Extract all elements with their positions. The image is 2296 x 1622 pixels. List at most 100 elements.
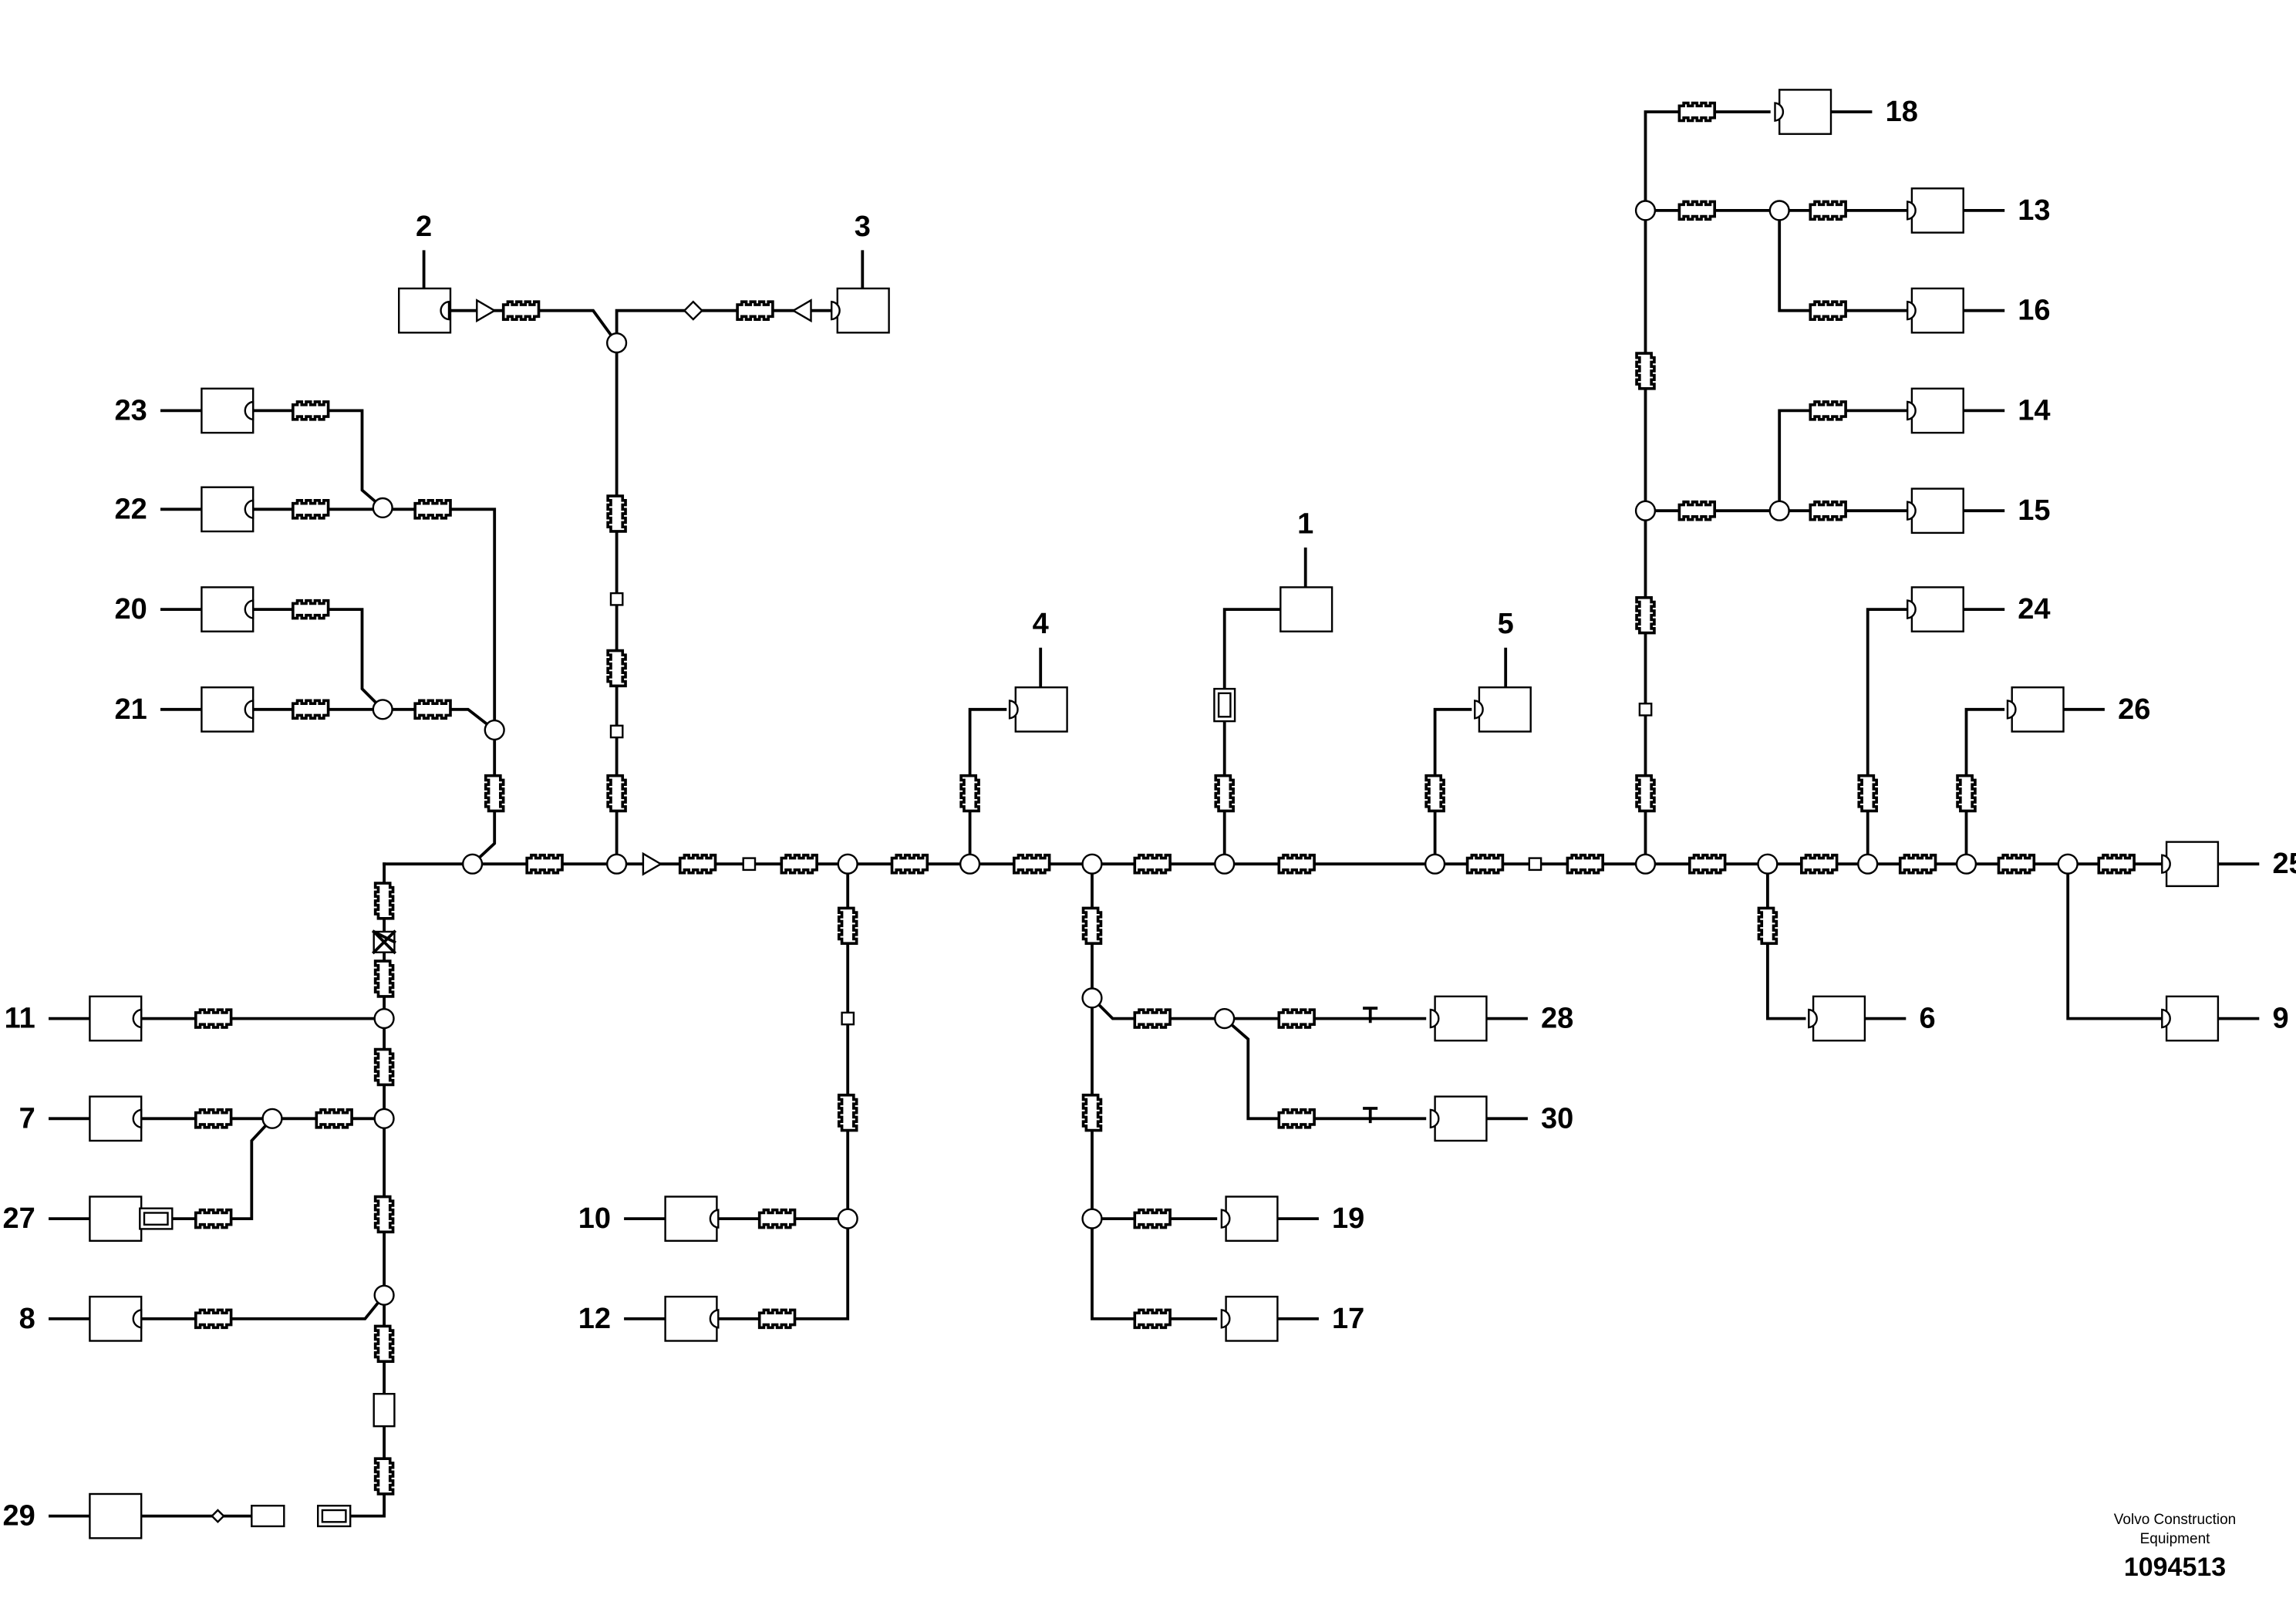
callout-label: 24 <box>2018 593 2050 626</box>
component-box <box>1225 1295 1279 1342</box>
splice-shape <box>413 499 452 520</box>
tee-terminal-icon <box>1363 1107 1378 1124</box>
tee-terminal-icon <box>1363 1007 1378 1023</box>
callout-label: 29 <box>3 1500 35 1533</box>
splice-shape <box>1277 853 1316 875</box>
callout-label: 14 <box>2018 394 2050 427</box>
plug-connector-icon <box>1220 1209 1231 1229</box>
splice-shape <box>780 853 818 875</box>
plug-connector-icon <box>1220 1309 1231 1329</box>
wire-splice-icon <box>1757 906 1778 946</box>
splice-shape <box>1081 906 1103 946</box>
splice-shape <box>194 1008 233 1029</box>
component-box <box>1014 686 1068 733</box>
diode-cross <box>372 929 397 955</box>
splice-shape <box>1809 300 1847 321</box>
component-box <box>1910 187 1964 234</box>
junction-node <box>837 853 858 875</box>
wire-segment <box>1964 707 2005 866</box>
plug-connector-icon <box>132 1008 143 1029</box>
plug-connector-icon <box>1907 201 1917 221</box>
wire-splice-icon <box>413 499 452 520</box>
wire-splice-icon <box>1012 853 1051 875</box>
callout-label: 26 <box>2118 693 2150 726</box>
wire-segment <box>251 409 385 511</box>
plug-connector-icon <box>831 300 841 321</box>
wire-splice-icon <box>757 1308 797 1330</box>
splice-shape <box>837 1093 858 1132</box>
junction-node <box>1081 853 1103 875</box>
wire-splice-icon <box>1956 774 1977 813</box>
splice-shape <box>1809 200 1847 221</box>
junction-node <box>1634 500 1657 521</box>
wire-splice-icon <box>1566 853 1605 875</box>
component-box <box>1478 686 1532 733</box>
callout-label: 11 <box>5 1003 35 1035</box>
wire-splice-icon <box>373 1047 395 1087</box>
wire-splice-icon <box>606 649 627 688</box>
wire-segment <box>140 1293 386 1320</box>
callout-label: 22 <box>115 493 147 525</box>
triangle-connector-icon <box>642 851 663 876</box>
splice-shape <box>1424 774 1445 813</box>
wire-segment <box>251 608 385 712</box>
fuse-inner <box>143 1212 169 1226</box>
plug-connector-icon <box>440 300 450 321</box>
splice-shape <box>484 774 505 813</box>
splice-shape <box>1809 500 1847 521</box>
callout-label: 23 <box>115 394 147 427</box>
wire-segment <box>1091 862 1218 1320</box>
wire-splice-icon <box>194 1208 233 1229</box>
brand-line-2: Equipment <box>2139 1531 2210 1547</box>
diamond-connector-icon <box>683 300 704 321</box>
component-box <box>89 1095 143 1142</box>
wire-segment <box>1778 409 1910 513</box>
wire-splice-icon <box>194 1308 233 1330</box>
splice-shape <box>373 1047 395 1087</box>
splice-shape <box>606 774 627 813</box>
wire-splice-icon <box>315 1108 353 1129</box>
wire-splice-icon <box>1277 1008 1316 1029</box>
splice-shape <box>1635 774 1656 813</box>
wire-segment <box>615 309 838 866</box>
plug-connector-icon <box>2006 700 2017 720</box>
wire-splice-icon <box>1277 853 1316 875</box>
plug-connector-icon <box>1774 102 1785 122</box>
splice-shape <box>1214 774 1235 813</box>
splice-shape <box>606 649 627 688</box>
splice-shape <box>736 300 774 321</box>
splice-shape <box>373 1324 395 1364</box>
callout-label: 13 <box>2018 194 2050 227</box>
component-box <box>2165 841 2220 888</box>
wire-splice-icon <box>1809 500 1847 521</box>
splice-shape <box>1997 853 2036 875</box>
wire-segment <box>251 508 497 732</box>
callout-labels: 2322202111727829101218131614152426256928… <box>3 96 2296 1533</box>
splice-shape <box>373 882 395 920</box>
triangle-connector-icon <box>476 298 497 323</box>
splice-shape <box>1566 853 1605 875</box>
plug-connector-icon <box>1808 1008 1818 1029</box>
plug-connector-icon <box>709 1309 720 1329</box>
junction-node <box>2057 853 2079 875</box>
small-diamond-icon <box>211 1509 225 1523</box>
callout-label: 4 <box>1033 608 1049 640</box>
junction-node <box>605 332 628 354</box>
wire-splice-icon <box>373 1195 395 1234</box>
component-box <box>1910 387 1964 434</box>
callout-label: 8 <box>19 1303 35 1335</box>
callout-label: 1 <box>1297 508 1313 540</box>
splice-shape <box>678 853 717 875</box>
splice-shape <box>1956 774 1977 813</box>
inline-connector-icon <box>742 857 757 872</box>
wire-splice-icon <box>678 853 717 875</box>
wire-splice-icon <box>1133 1008 1172 1029</box>
junction-node <box>605 853 628 875</box>
splice-shape <box>291 599 330 620</box>
splice-shape <box>1677 500 1717 521</box>
plug-connector-icon <box>1008 700 1019 720</box>
junction-node <box>1081 1208 1103 1229</box>
wire-splice-icon <box>484 774 505 813</box>
wire-splice-icon <box>606 774 627 813</box>
callout-label: 10 <box>578 1202 611 1235</box>
